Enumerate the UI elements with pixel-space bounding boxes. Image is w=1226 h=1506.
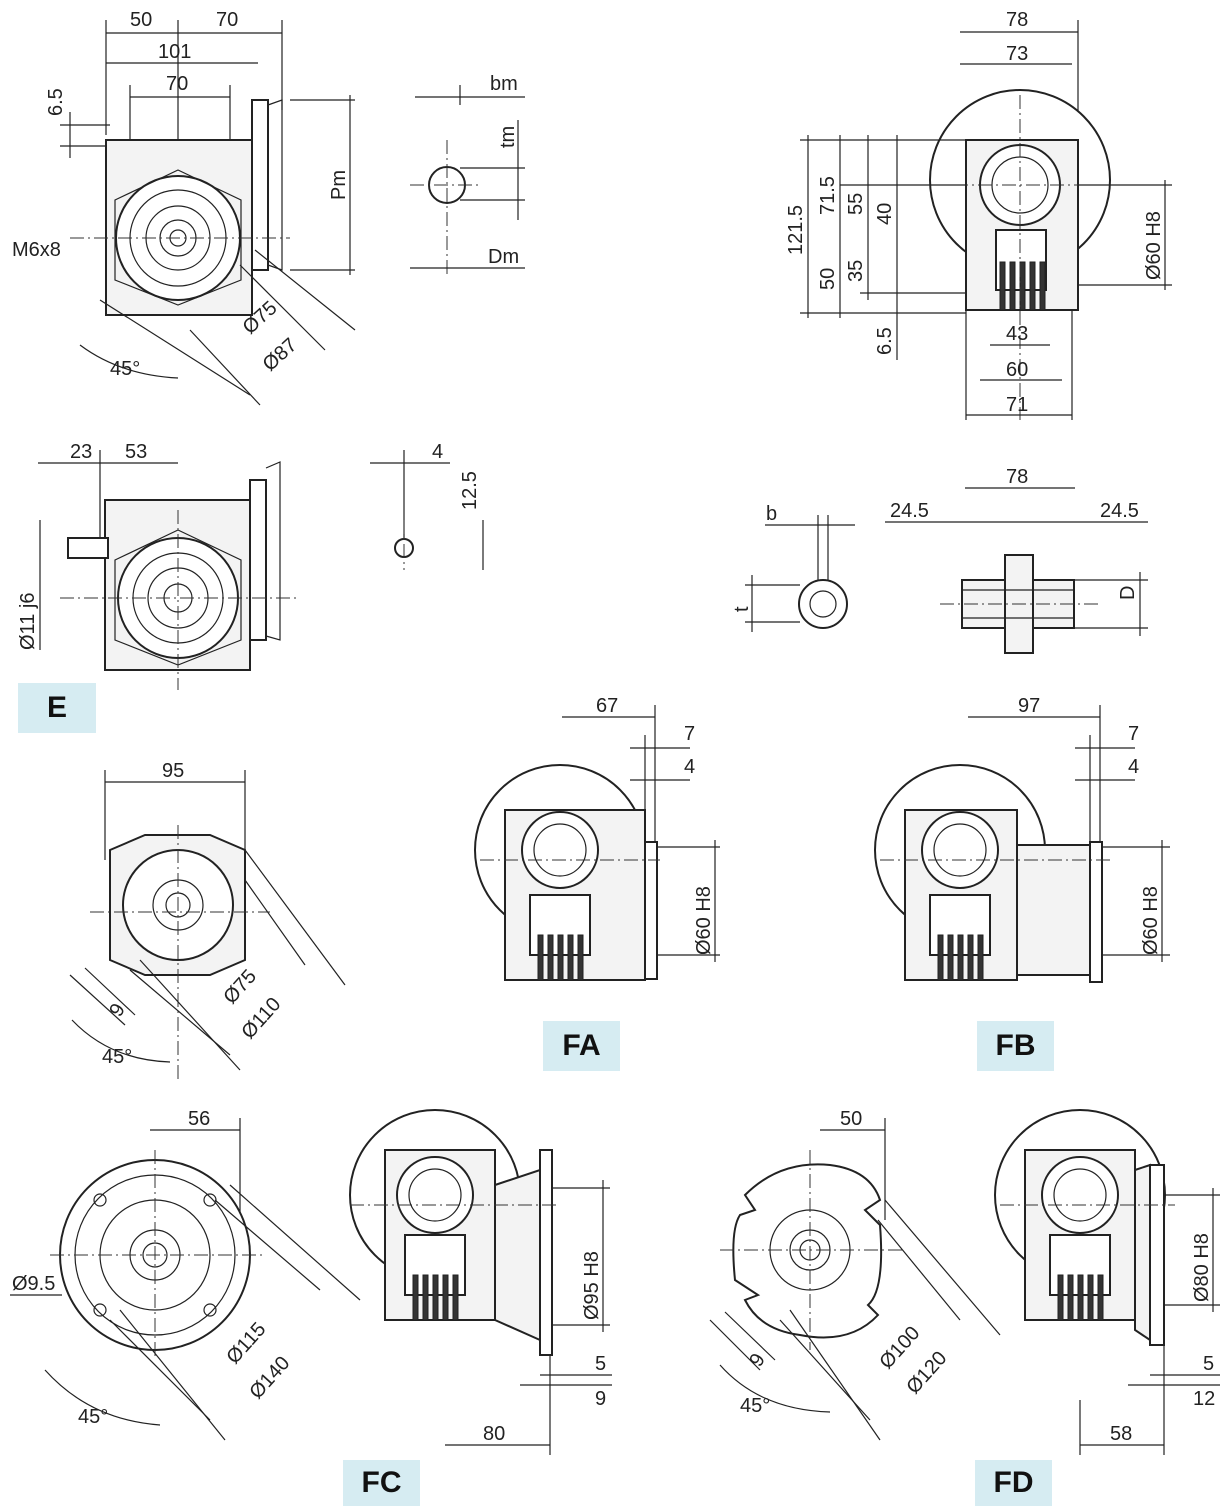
- label-fa: FA: [543, 1021, 620, 1071]
- dim-58: 58: [1110, 1423, 1132, 1445]
- view-fc-side: Ø95 H8 5 9 80: [349, 1109, 612, 1455]
- view-top-right: 78 73 121.5 71.5 55 40 50 35 6.5: [785, 9, 1172, 420]
- dim-dm: Dm: [488, 246, 519, 268]
- dim-d60h8-fb: Ø60 H8: [1140, 886, 1162, 955]
- dim-bm: bm: [490, 73, 518, 95]
- dim-70-inner: 70: [166, 73, 188, 95]
- label-fb: FB: [977, 1021, 1054, 1071]
- dim-4-fa: 4: [684, 756, 695, 778]
- dim-d75-flange: Ø75: [219, 966, 261, 1009]
- dim-12-5: 12.5: [459, 471, 481, 510]
- view-shaft-top: bm tm Dm: [410, 73, 525, 275]
- dim-d110: Ø110: [237, 993, 285, 1043]
- view-fa: 67 7 4 Ø60 H8: [474, 695, 720, 981]
- dim-9-flange: 9: [105, 1000, 130, 1021]
- thread-m6x8: M6x8: [12, 239, 61, 261]
- view-key: 4 12.5: [370, 441, 484, 570]
- dim-6-5-left: 6.5: [45, 88, 67, 116]
- view-flange-front-a: 95 Ø75 Ø110 9 45°: [69, 760, 346, 1080]
- dim-71-5: 71.5: [817, 176, 839, 215]
- dim-d80h8: Ø80 H8: [1191, 1233, 1213, 1302]
- dim-9-fd: 9: [745, 1350, 770, 1371]
- dim-d120: Ø120: [902, 1347, 951, 1398]
- dim-d87: Ø87: [259, 334, 302, 376]
- view-fd-side: Ø80 H8 5 12 58: [994, 1109, 1220, 1455]
- dim-50-side: 50: [817, 268, 839, 290]
- dim-24-5-left: 24.5: [890, 500, 929, 522]
- dim-t: t: [731, 606, 753, 612]
- label-fd: FD: [975, 1460, 1052, 1506]
- dim-55: 55: [845, 193, 867, 215]
- dim-5-fc: 5: [595, 1353, 606, 1375]
- dim-71: 71: [1006, 394, 1028, 416]
- dim-12: 12: [1193, 1388, 1215, 1410]
- dim-70-top: 70: [216, 9, 238, 31]
- dim-D: D: [1117, 586, 1139, 600]
- dim-97: 97: [1018, 695, 1040, 717]
- dim-7-fb: 7: [1128, 723, 1139, 745]
- dim-b: b: [766, 503, 777, 525]
- view-hollow-shaft: b t 78 24.5 24.5 D: [731, 466, 1148, 654]
- view-top-left: 50 70 101 70 6.5 M6x8 Pm Ø75 Ø87 45°: [12, 9, 356, 406]
- dim-6-5-right: 6.5: [874, 327, 896, 355]
- dim-d95h8: Ø95 H8: [581, 1251, 603, 1320]
- dim-78-top: 78: [1006, 9, 1028, 31]
- dim-35: 35: [845, 260, 867, 282]
- view-fc-front: 56 Ø9.5 Ø115 Ø140 45°: [10, 1108, 361, 1441]
- angle-45-flange: 45°: [102, 1046, 132, 1068]
- dim-d100: Ø100: [875, 1322, 924, 1373]
- dim-43: 43: [1006, 323, 1028, 345]
- dim-d115: Ø115: [222, 1318, 270, 1368]
- dim-78-hollow: 78: [1006, 466, 1028, 488]
- dim-101: 101: [158, 41, 191, 63]
- dim-pm: Pm: [328, 170, 350, 200]
- dim-d60h8-fa: Ø60 H8: [693, 886, 715, 955]
- angle-45: 45°: [110, 358, 140, 380]
- dim-5-fd: 5: [1203, 1353, 1214, 1375]
- dim-67: 67: [596, 695, 618, 717]
- dim-d11j6: Ø11 j6: [17, 593, 39, 650]
- dim-d140: Ø140: [245, 1352, 294, 1403]
- angle-45-fc: 45°: [78, 1406, 108, 1428]
- dim-80-fc: 80: [483, 1423, 505, 1445]
- angle-45-fd: 45°: [740, 1395, 770, 1417]
- dim-24-5-right: 24.5: [1100, 500, 1139, 522]
- dim-d9-5: Ø9.5: [12, 1273, 55, 1295]
- dim-7-fa: 7: [684, 723, 695, 745]
- dim-121-5: 121.5: [785, 205, 807, 255]
- dim-95-flange: 95: [162, 760, 184, 782]
- dim-40: 40: [874, 203, 896, 225]
- view-fd-front: 50 Ø100 Ø120 9 45°: [709, 1108, 1001, 1441]
- dim-50-fd: 50: [840, 1108, 862, 1130]
- dim-d60h8-top: Ø60 H8: [1143, 211, 1165, 280]
- dim-4-fb: 4: [1128, 756, 1139, 778]
- dim-23: 23: [70, 441, 92, 463]
- dim-50: 50: [130, 9, 152, 31]
- dim-9-fc: 9: [595, 1388, 606, 1410]
- dim-60-bottom: 60: [1006, 359, 1028, 381]
- label-e: E: [18, 683, 96, 733]
- dim-4-key: 4: [432, 441, 443, 463]
- label-fc: FC: [343, 1460, 420, 1506]
- dim-73: 73: [1006, 43, 1028, 65]
- input-shaft: [67, 537, 109, 559]
- view-e: 23 53 Ø11 j6: [17, 441, 300, 690]
- dim-53: 53: [125, 441, 147, 463]
- view-fb: 97 7 4 Ø60 H8: [874, 695, 1170, 983]
- dim-56: 56: [188, 1108, 210, 1130]
- dim-tm: tm: [497, 126, 519, 148]
